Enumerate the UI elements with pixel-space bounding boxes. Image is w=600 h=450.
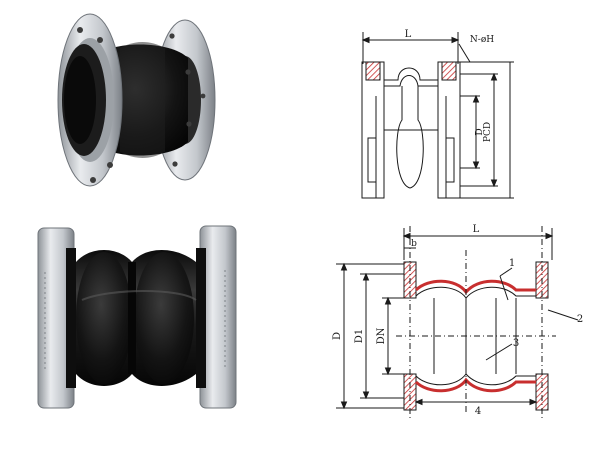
inner-diameter-label: D xyxy=(475,128,485,135)
nominal-diameter-label: DN xyxy=(376,327,387,344)
outer-diameter-label: D xyxy=(332,332,343,340)
callout-4: 4 xyxy=(475,406,481,417)
single-sphere-drawing xyxy=(361,32,514,199)
double-sphere-drawing-labels: L b D D1 DN 1 2 3 4 xyxy=(332,224,583,417)
length-label: L xyxy=(405,29,412,40)
double-sphere-drawing xyxy=(336,226,579,420)
callout-3: 3 xyxy=(513,338,519,349)
single-sphere-joint-photo xyxy=(57,13,216,187)
length-label-2: L xyxy=(473,224,480,235)
double-sphere-joint-photo xyxy=(37,225,237,409)
flange-thickness-label: b xyxy=(411,239,417,249)
bolt-holes-label: N-øH xyxy=(470,35,494,45)
bolt-circle-label: D1 xyxy=(354,329,365,343)
single-sphere-drawing-labels: L N-øH D PCD xyxy=(405,29,495,142)
callout-1: 1 xyxy=(509,258,515,269)
callout-2: 2 xyxy=(577,314,583,325)
pcd-label: PCD xyxy=(483,122,493,142)
